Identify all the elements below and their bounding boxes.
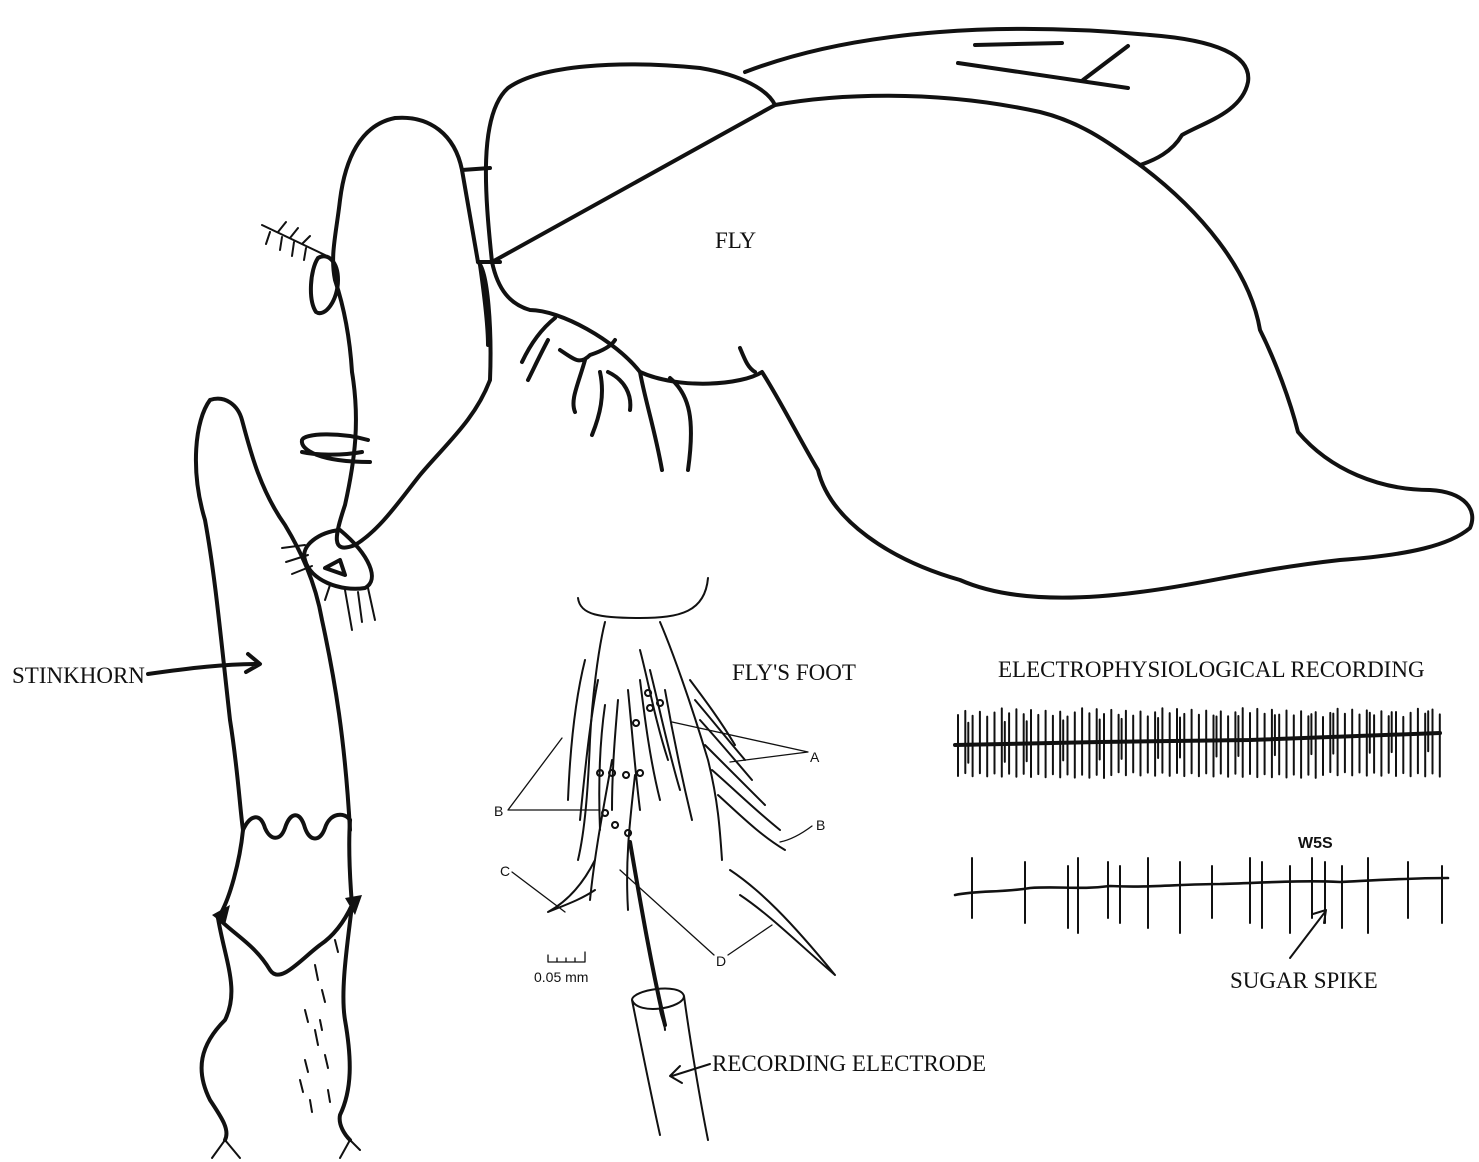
recording-panel: ELECTROPHYSIOLOGICAL RECORDING W5S SUGAR… — [955, 657, 1448, 993]
foot-label-b-right: B — [816, 817, 825, 833]
stinkhorn-cap-edge — [243, 815, 350, 839]
stinkhorn-texture — [300, 940, 338, 1112]
foot-label-a: A — [810, 749, 820, 765]
foot-label-line-a — [672, 722, 808, 762]
fly-wing-vein — [975, 43, 1062, 45]
foot-bristles — [568, 650, 785, 910]
recording-electrode-label: RECORDING ELECTRODE — [712, 1051, 986, 1076]
foot-label-b-left: B — [494, 803, 503, 819]
stinkhorn-arrow — [148, 654, 260, 674]
sugar-spike-arrow — [1290, 910, 1326, 958]
recording-electrode-arrow — [670, 1064, 710, 1083]
scale-bar — [548, 952, 585, 962]
foot-label-line-b-right — [780, 826, 812, 842]
fly-leg — [573, 360, 630, 435]
recording-electrode — [632, 988, 708, 1140]
stinkhorn-base — [212, 1140, 360, 1158]
sugar-spike-label: SUGAR SPIKE — [1230, 968, 1378, 993]
fly-leg — [640, 372, 691, 470]
foot-label-line-c — [512, 872, 565, 912]
stinkhorn-volva-flap — [212, 895, 362, 925]
fly-arista — [262, 222, 325, 260]
fly-drawing: FLY — [262, 29, 1472, 630]
foot-label-c: C — [500, 863, 510, 879]
fly-abdomen — [492, 96, 1472, 598]
stinkhorn-volva — [202, 905, 352, 1140]
stinkhorn-stalk — [218, 820, 352, 918]
trace-1-spikes — [958, 708, 1440, 778]
trace-2-spikes — [972, 858, 1442, 933]
fly-leg — [740, 348, 755, 372]
recording-title: ELECTROPHYSIOLOGICAL RECORDING — [998, 657, 1425, 682]
foot-segment — [578, 578, 708, 618]
stinkhorn-cap — [196, 399, 350, 830]
fly-neck — [462, 168, 500, 345]
fly-head — [333, 118, 490, 548]
foot-label-d: D — [716, 953, 726, 969]
stinkhorn-drawing: STINKHORN — [12, 399, 362, 1158]
fly-mouthpart — [302, 434, 370, 462]
stinkhorn-label: STINKHORN — [12, 663, 145, 688]
scale-bar-label: 0.05 mm — [534, 969, 588, 985]
fly-wing-vein — [1083, 46, 1128, 80]
fly-antenna — [311, 256, 338, 313]
fly-label: FLY — [715, 228, 757, 253]
foot-claw-right — [730, 870, 835, 975]
trace-2-baseline — [955, 878, 1448, 895]
w5s-label: W5S — [1298, 835, 1333, 852]
electrode-wire — [630, 842, 665, 1025]
flys-foot-label: FLY'S FOOT — [732, 660, 856, 685]
flys-foot-drawing: A B B C D 0.05 mm FLY'S FOOT RECORDING E… — [494, 578, 986, 1140]
